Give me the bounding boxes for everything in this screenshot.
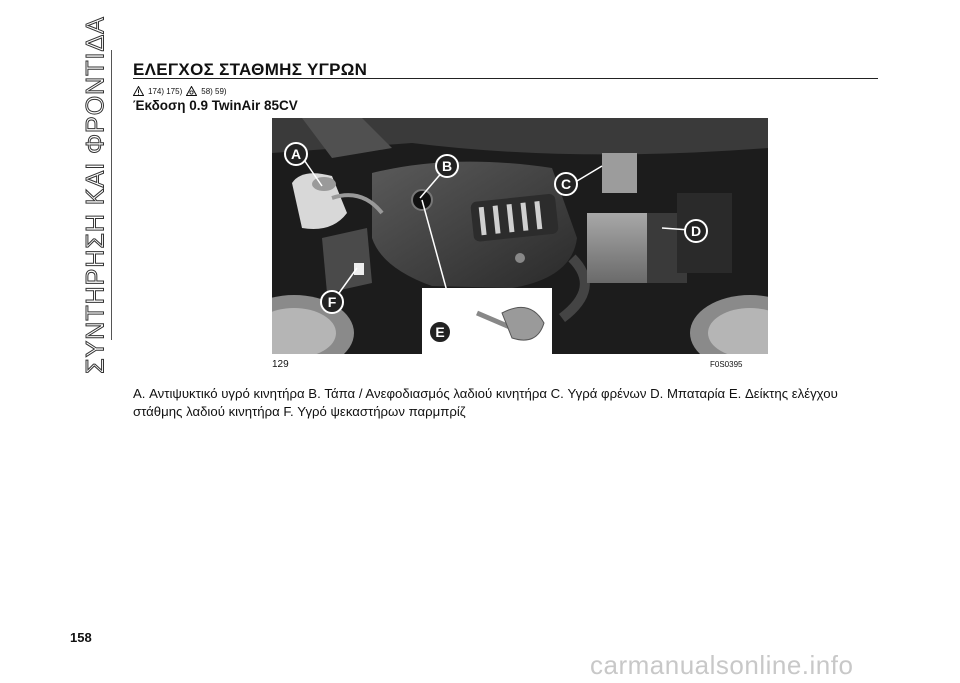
side-chapter-tab: ΣΥΝΤΗΡΗΣΗ ΚΑΙ ΦΡΟΝΤΙΔΑ: [80, 16, 112, 374]
figure-code: F0S0395: [710, 360, 743, 369]
figure-caption: A. Αντιψυκτικό υγρό κινητήρα B. Τάπα / Α…: [133, 386, 838, 419]
callout-d: D: [684, 219, 708, 243]
callout-c: C: [554, 172, 578, 196]
warning-triangle-icon: [133, 86, 144, 96]
callout-f-label: F: [328, 294, 337, 310]
callout-layer: A B C D E F: [284, 142, 708, 344]
callout-f: F: [320, 290, 344, 314]
engine-bay-photo: A B C D E F: [272, 118, 768, 354]
environment-ref-numbers: 58) 59): [201, 86, 227, 96]
warning-references: 174) 175) 58) 59): [133, 86, 227, 96]
callout-e: E: [428, 320, 452, 344]
callout-b: B: [435, 154, 459, 178]
recycle-icon: [186, 86, 198, 96]
callout-a: A: [284, 142, 308, 166]
engine-version-heading: Έκδοση 0.9 TwinAir 85CV: [133, 98, 298, 113]
callout-d-label: D: [691, 223, 701, 239]
callout-a-label: A: [291, 146, 301, 162]
page-number: 158: [70, 630, 92, 645]
title-rule: [133, 78, 878, 79]
chapter-label: ΣΥΝΤΗΡΗΣΗ ΚΑΙ ΦΡΟΝΤΙΔΑ: [81, 16, 110, 375]
warning-ref-numbers: 174) 175): [148, 86, 183, 96]
callout-c-label: C: [561, 176, 571, 192]
chapter-divider: [111, 50, 112, 340]
callout-b-label: B: [442, 158, 452, 174]
figure-number: 129: [272, 359, 289, 370]
watermark: carmanualsonline.info: [590, 650, 854, 680]
section-title: ΕΛΕΓΧΟΣ ΣΤΑΘΜΗΣ ΥΓΡΩΝ: [133, 60, 368, 79]
callout-e-label: E: [435, 324, 444, 340]
